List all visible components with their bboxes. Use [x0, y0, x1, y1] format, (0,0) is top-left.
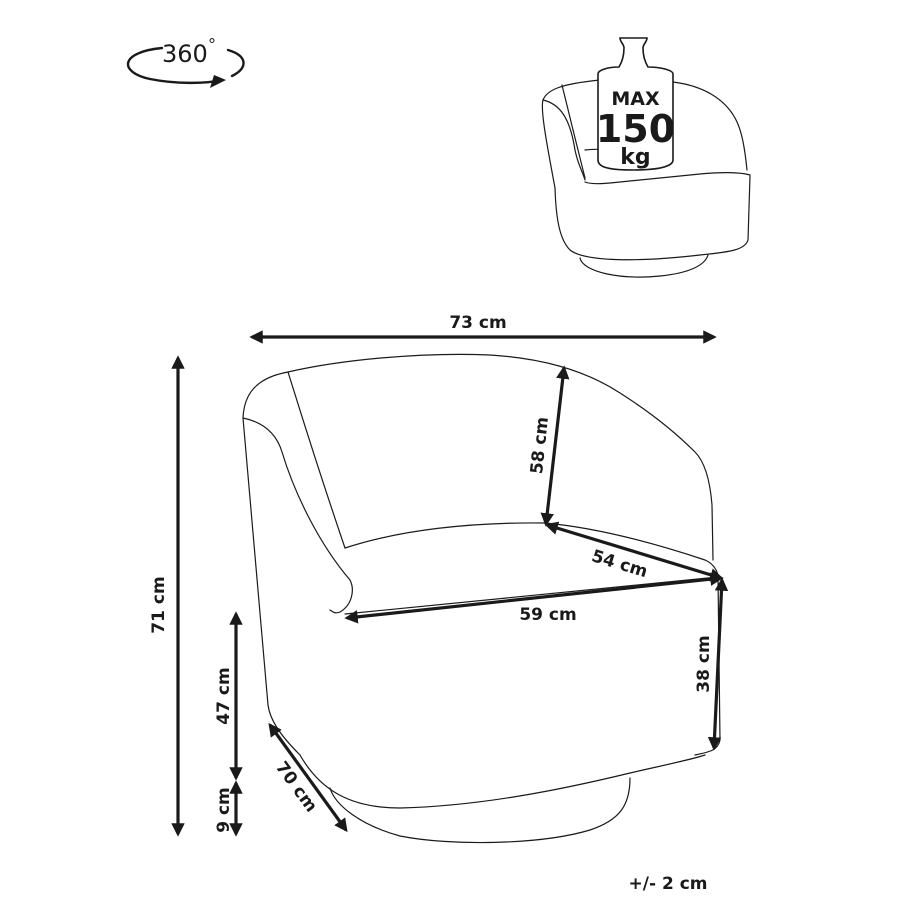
dimension-backrest-height: 58 cm — [527, 365, 570, 527]
dimension-overall-height: 71 cm — [149, 355, 185, 837]
weight-value-label: 150 — [596, 107, 675, 151]
degree-symbol: ° — [208, 35, 216, 54]
overall-width-label: 73 cm — [449, 313, 506, 333]
weight-max-label: MAX — [611, 88, 660, 110]
rotation-360-icon: 360 ° — [127, 35, 245, 88]
dimension-depth: 70 cm — [268, 722, 348, 833]
tolerance-label: +/- 2 cm — [629, 874, 708, 894]
seat-height-label: 47 cm — [214, 667, 234, 724]
dimension-armrest-height: 38 cm — [694, 577, 729, 751]
dimension-overall-width: 73 cm — [249, 313, 717, 344]
armrest-height-label: 38 cm — [694, 635, 714, 692]
rotation-label: 360 — [162, 40, 208, 68]
backrest-height-label: 58 cm — [527, 416, 553, 475]
main-chair-outline — [242, 353, 721, 844]
seat-depth-label: 54 cm — [589, 546, 650, 582]
overall-height-label: 71 cm — [149, 576, 169, 633]
seat-width-label: 59 cm — [519, 605, 576, 625]
dimension-seat-height: 47 cm — [214, 611, 243, 781]
base-height-label: 9 cm — [214, 787, 234, 833]
dimension-base-height: 9 cm — [214, 780, 243, 837]
dimension-seat-width: 59 cm — [344, 572, 724, 625]
rotation-arrow-head-icon — [210, 75, 226, 88]
small-chair-weight-illustration: MAX 150 kg — [541, 37, 751, 278]
weight-unit-label: kg — [620, 145, 650, 170]
dimension-seat-depth: 54 cm — [544, 521, 724, 582]
weight-icon: MAX 150 kg — [596, 37, 675, 171]
